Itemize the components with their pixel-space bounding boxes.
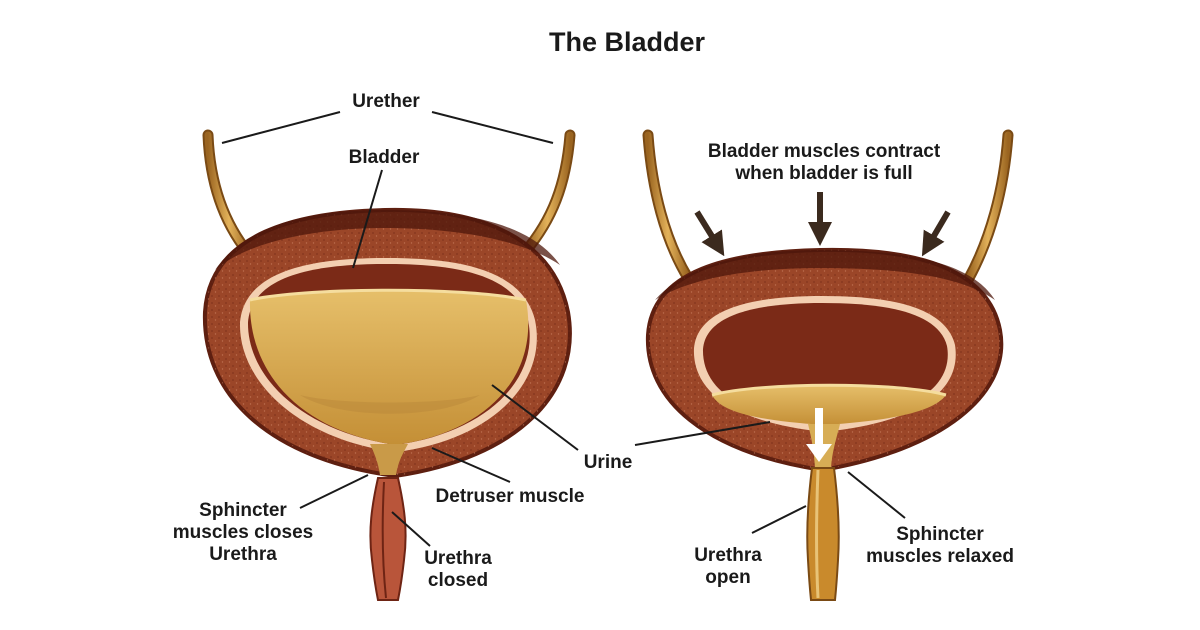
contraction-arrows [694, 192, 951, 257]
label-urethra-open-line-1: Urethra [694, 545, 762, 566]
right-ureter-right [962, 129, 1014, 286]
left-urethra [369, 477, 407, 601]
label-contract-line-2: when bladder is full [735, 163, 913, 184]
right-urethra [806, 467, 840, 601]
label-detruser-muscle: Detruser muscle [435, 486, 585, 507]
label-contract-line-1: Bladder muscles contract [707, 141, 941, 162]
label-contract: Bladder muscles contract when bladder is… [708, 141, 940, 185]
label-urethra-closed-line-2: closed [427, 570, 489, 591]
left-ureter-right [519, 129, 576, 258]
label-sphincter-relaxed-line-2: muscles relaxed [866, 546, 1014, 567]
label-sphincter-closes: Sphincter muscles closes Urethra [173, 500, 313, 566]
label-urethra-open-line-2: open [705, 567, 751, 588]
label-urine: Urine [583, 452, 633, 473]
leader-lines [221, 111, 906, 547]
right-ureter-left [642, 129, 694, 284]
right-bladder [642, 129, 1014, 601]
urine-flow-arrow [806, 408, 832, 462]
label-urethra-closed: Urethra closed [424, 548, 492, 592]
label-sphincter-relaxed: Sphincter muscles relaxed [866, 524, 1014, 568]
label-sphincter-closes-line-3: Urethra [209, 544, 277, 565]
label-bladder: Bladder [348, 147, 420, 168]
label-urethra-closed-line-1: Urethra [424, 548, 492, 569]
label-urether: Urether [352, 91, 420, 112]
left-urine [249, 290, 529, 445]
label-sphincter-closes-line-2: muscles closes [172, 522, 314, 543]
diagram-title: The Bladder [548, 27, 706, 57]
left-bladder [202, 129, 576, 601]
right-urine [712, 385, 946, 425]
label-sphincter-closes-line-1: Sphincter [199, 500, 287, 521]
label-urethra-open: Urethra open [694, 545, 762, 589]
label-sphincter-relaxed-line-1: Sphincter [896, 524, 984, 545]
